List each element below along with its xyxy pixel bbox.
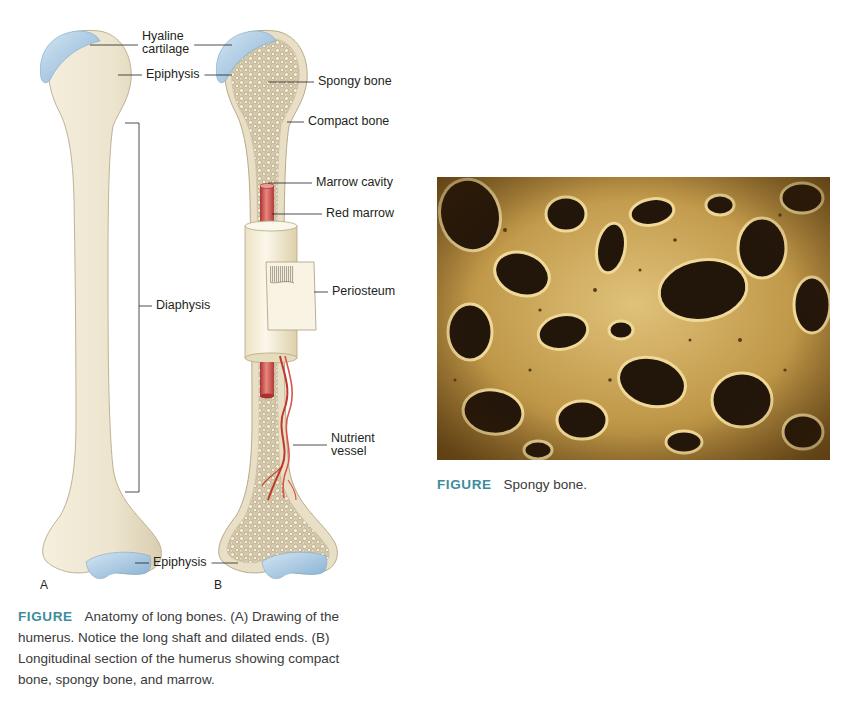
figure-caption: Spongy bone.	[504, 477, 587, 492]
nutrient-vessel	[262, 466, 282, 486]
leader-line	[135, 563, 149, 564]
panel-letter: A	[40, 579, 48, 592]
bone-outline	[43, 30, 162, 574]
leader-line	[212, 563, 239, 564]
caption-block: FIGUREAnatomy of long bones. (A) Drawing…	[18, 606, 358, 690]
red-marrow	[260, 394, 274, 399]
spongy-bone-photo	[437, 177, 830, 460]
periosteum-sleeve	[245, 221, 297, 231]
part-label: Red marrow	[326, 207, 394, 220]
cartilage-cap	[262, 552, 327, 578]
leader-line	[287, 122, 304, 123]
leader-line	[205, 75, 233, 76]
leader-line	[272, 214, 322, 215]
leader-line	[314, 292, 328, 293]
leader-line	[268, 183, 312, 184]
periosteum-sleeve	[245, 221, 316, 363]
bracket	[125, 123, 139, 492]
part-label: Compact bone	[308, 115, 389, 128]
figure-tag: FIGURE	[18, 609, 73, 624]
red-marrow	[260, 184, 274, 189]
part-label: Nutrient vessel	[331, 432, 375, 458]
red-marrow	[260, 362, 274, 399]
periosteum-sleeve	[245, 353, 297, 363]
part-label: Epiphysis	[146, 68, 200, 81]
figure-tag: FIGURE	[437, 477, 492, 492]
part-label: Hyaline cartilage	[142, 30, 189, 56]
bone-cavity	[437, 177, 830, 459]
leader-line	[90, 45, 138, 46]
caption-block: FIGURE Spongy bone.	[437, 474, 830, 495]
panel-letter: B	[214, 579, 222, 592]
compact-bone	[219, 30, 338, 574]
cartilage-cap	[86, 552, 151, 578]
leader-line	[268, 82, 314, 83]
periosteum-sleeve	[266, 262, 316, 330]
leader-line	[139, 306, 152, 307]
nutrient-vessel	[288, 480, 296, 500]
part-label: Marrow cavity	[316, 176, 393, 189]
humerus-drawing	[40, 30, 161, 578]
leader-line	[118, 75, 142, 76]
humerus-section	[216, 30, 337, 578]
nutrient-vessel	[283, 356, 292, 498]
periosteum-sleeve	[270, 282, 294, 283]
part-label: Periosteum	[332, 285, 395, 298]
red-marrow	[260, 362, 274, 396]
nutrient-vessel	[262, 356, 296, 500]
part-label: Diaphysis	[156, 299, 210, 312]
leader-line	[194, 45, 232, 46]
cartilage-cap	[40, 31, 100, 83]
leader-lines	[90, 45, 328, 563]
leader-line	[293, 445, 327, 446]
part-label: Epiphysis	[153, 556, 207, 569]
spongy-bone-photo	[437, 177, 830, 460]
part-label: Spongy bone	[318, 75, 392, 88]
photo-shading	[437, 177, 830, 460]
periosteum-sleeve	[270, 266, 294, 282]
